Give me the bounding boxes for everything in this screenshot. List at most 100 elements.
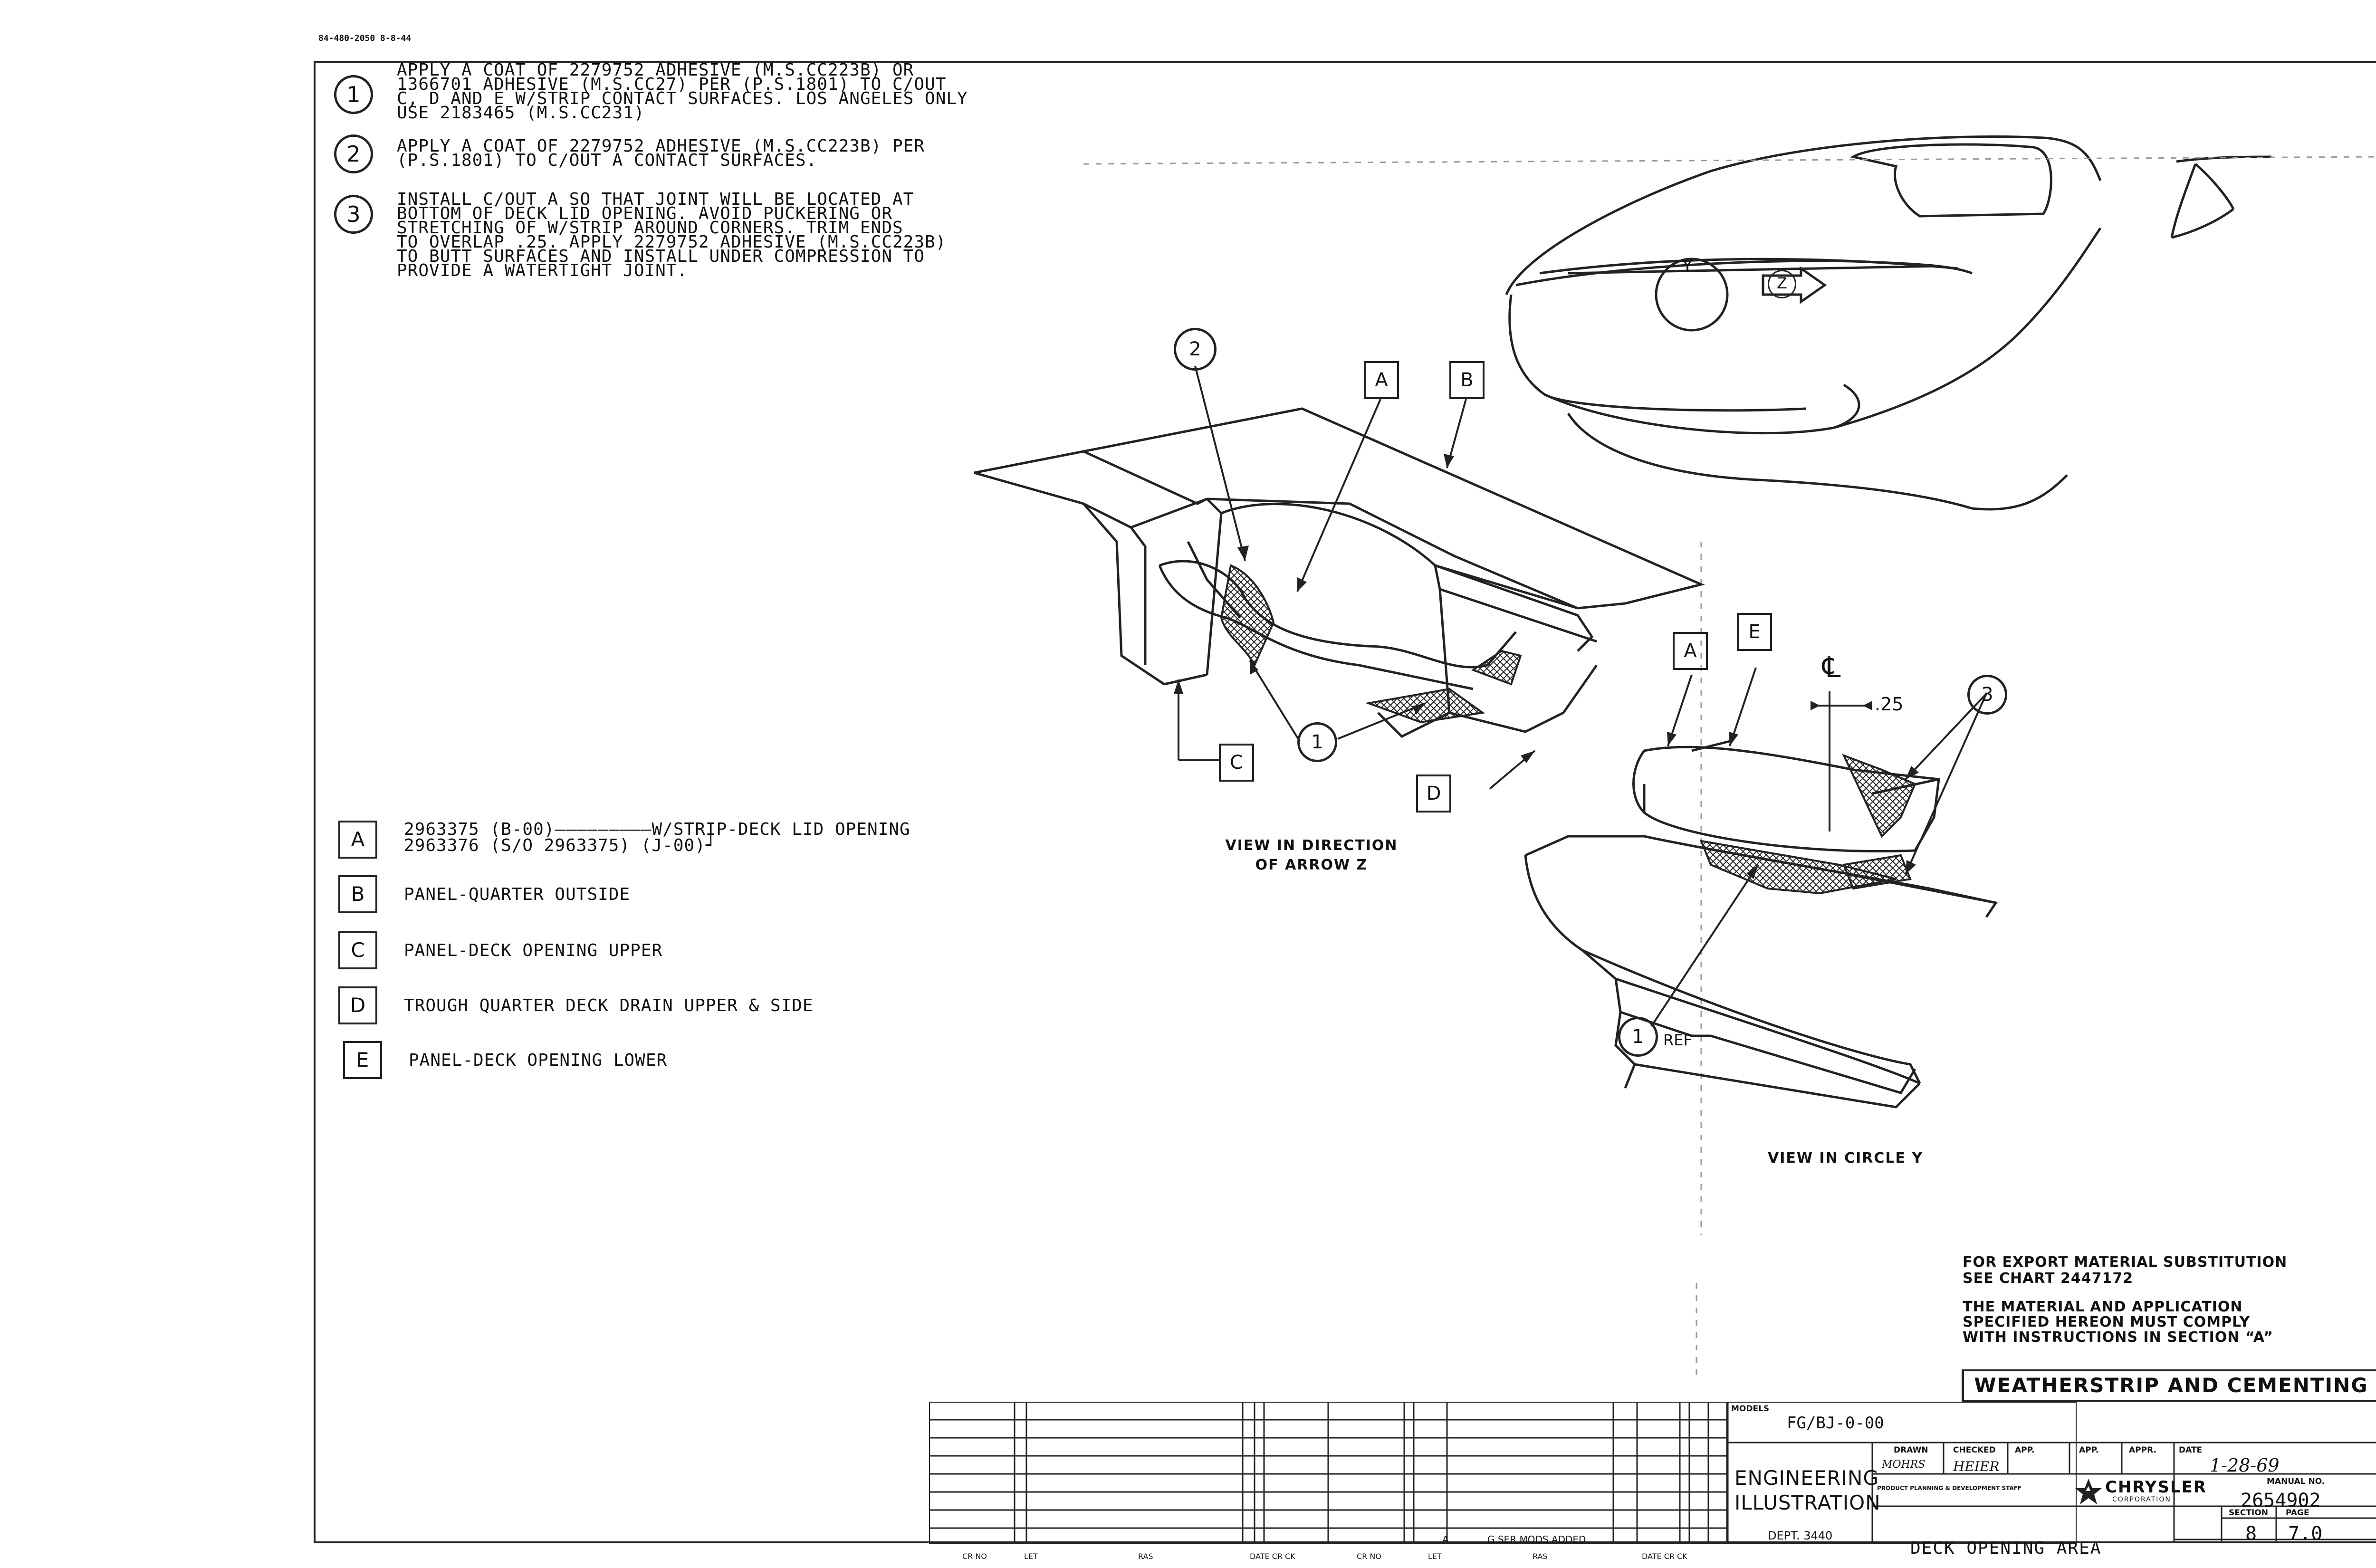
callout-2: 2 [1174, 328, 1217, 371]
department-name: ENGINEERING ILLUSTRATION [1734, 1466, 1881, 1515]
date-label: DATE [2179, 1445, 2203, 1455]
company-suffix: CORPORATION [2112, 1496, 2171, 1503]
models-value: FG/BJ-0-00 [1787, 1414, 1884, 1433]
leader-lines [1178, 365, 1987, 1027]
section-label: SECTION [2229, 1508, 2268, 1518]
revision-header: DATE CR CK [1642, 1552, 1687, 1561]
note-3-line: TO OVERLAP .25. APPLY 2279752 ADHESIVE (… [397, 232, 947, 252]
callout-3: 3 [1967, 675, 2007, 715]
note-3-line: INSTALL C/OUT A SO THAT JOINT WILL BE LO… [397, 190, 914, 209]
note-3-line: STRETCHING OF W/STRIP AROUND CORNERS. TR… [397, 218, 903, 238]
circle-y-label: Y [1682, 257, 1693, 276]
revision-entry: G SER MODS ADDED [1487, 1534, 1586, 1545]
callout-1-left: 1 [1297, 722, 1337, 762]
car-rear-illustration [1505, 135, 2272, 511]
callout-e: E [1737, 613, 1772, 651]
date-value: 1-28-69 [2210, 1455, 2280, 1476]
legend-key-d: D [338, 986, 377, 1024]
legend-key-c: C [338, 931, 377, 969]
legend-label-d: TROUGH QUARTER DECK DRAIN UPPER & SIDE [404, 996, 814, 1015]
company-name: CHRYSLER [2105, 1478, 2207, 1497]
checked-by: HEIER [1953, 1459, 2000, 1474]
legend-key-b: B [338, 875, 377, 913]
export-note-line: FOR EXPORT MATERIAL SUBSTITUTION [1963, 1254, 2288, 1271]
legend-label-e: PANEL-DECK OPENING LOWER [409, 1051, 668, 1070]
manual-label: MANUAL NO. [2267, 1477, 2325, 1486]
section-view-circle-y [1524, 740, 1998, 1109]
hatched-adhesive-arrow-z [1220, 564, 1522, 724]
approved-label-2: APP. [2079, 1445, 2099, 1455]
department-number: DEPT. 3440 [1768, 1529, 1833, 1542]
checked-label: CHECKED [1953, 1445, 1996, 1455]
page-value: 7.0 [2288, 1523, 2323, 1545]
export-note-line: SEE CHART 2447172 [1963, 1270, 2134, 1287]
legend-key-a: A [338, 821, 377, 859]
legend-label-a: 2963376 (S/O 2963375) (J-00)┘ [404, 836, 717, 855]
note-1-number: 1 [334, 75, 373, 114]
drawing-title: DECK OPENING AREA [1910, 1539, 2102, 1558]
document-id: 84-480-2050 8-8-44 [318, 33, 412, 43]
department-name-line: ENGINEERING [1734, 1466, 1879, 1490]
drawing-title-banner: WEATHERSTRIP AND CEMENTING [1962, 1369, 2376, 1402]
page-label: PAGE [2286, 1508, 2309, 1518]
material-note-line: SPECIFIED HEREON MUST COMPLY [1963, 1314, 2251, 1330]
revision-header: CR NO [1357, 1552, 1381, 1561]
material-note: THE MATERIAL AND APPLICATION SPECIFIED H… [1963, 1300, 2273, 1345]
note-3-number: 3 [334, 195, 373, 234]
legend-key-e: E [343, 1041, 382, 1079]
dimension-value: .25 [1875, 694, 1904, 715]
caption-circle-y: VIEW IN CIRCLE Y [1768, 1150, 1924, 1166]
caption-arrow-z-line: VIEW IN DIRECTION [1225, 837, 1398, 854]
note-1-line: APPLY A COAT OF 2279752 ADHESIVE (M.S.CC… [397, 60, 914, 80]
callout-d: D [1416, 774, 1451, 813]
section-value: 8 [2245, 1523, 2257, 1545]
legend-label-a: 2963375 (B-00)—————————W/STRIP-DECK LID … [404, 820, 910, 839]
callout-a-lower: A [1673, 632, 1708, 670]
callout-c: C [1219, 744, 1254, 782]
material-note-line: WITH INSTRUCTIONS IN SECTION “A” [1963, 1329, 2273, 1346]
revision-header-row: CR NO LET RAS DATE CR CK CR NO LET RAS D… [929, 1552, 1727, 1566]
centerline-symbol: ℄ [1822, 651, 1841, 684]
models-label: MODELS [1731, 1404, 1770, 1414]
revision-header: RAS [1533, 1552, 1548, 1561]
hatched-adhesive-circle-y [1699, 754, 1916, 895]
note-2-number: 2 [334, 134, 373, 173]
revision-header: DATE CR CK [1250, 1552, 1295, 1561]
approved-label-3: APPR. [2129, 1445, 2156, 1455]
title-block-grid [1727, 1442, 2376, 1543]
ref-label: REF [1663, 1031, 1692, 1049]
revision-grid [929, 1402, 2077, 1544]
note-3-line: TO BUTT SURFACES AND INSTALL UNDER COMPR… [397, 247, 925, 266]
pentastar-icon [2075, 1479, 2102, 1504]
leader-arrowheads [1174, 454, 1919, 879]
legend-label-c: PANEL-DECK OPENING UPPER [404, 941, 663, 960]
department-name-line: ILLUSTRATION [1734, 1491, 1881, 1514]
revision-header: LET [1428, 1552, 1442, 1561]
section-view-arrow-z [974, 407, 1705, 738]
material-note-line: THE MATERIAL AND APPLICATION [1963, 1299, 2243, 1315]
note-2-line: APPLY A COAT OF 2279752 ADHESIVE (M.S.CC… [397, 136, 925, 156]
revision-header: CR NO [962, 1552, 987, 1561]
note-1-line: USE 2183465 (M.S.CC231) [397, 103, 645, 123]
callout-b: B [1449, 361, 1485, 399]
revision-letter: A [1442, 1534, 1449, 1545]
staff-name: PRODUCT PLANNING & DEVELOPMENT STAFF [1877, 1485, 2022, 1492]
note-3-line: BOTTOM OF DECK LID OPENING. AVOID PUCKER… [397, 204, 892, 223]
note-3-line: PROVIDE A WATERTIGHT JOINT. [397, 261, 688, 280]
drawn-label: DRAWN [1894, 1445, 1928, 1455]
note-1-line: C, D AND E W/STRIP CONTACT SURFACES. LOS… [397, 89, 968, 108]
callout-a-upper: A [1364, 361, 1399, 399]
note-1-line: 1366701 ADHESIVE (M.S.CC27) PER (P.S.180… [397, 75, 947, 94]
revision-header: LET [1024, 1552, 1038, 1561]
caption-arrow-z-line: OF ARROW Z [1255, 857, 1368, 873]
callout-1-right: 1 [1618, 1017, 1658, 1057]
caption-arrow-z: VIEW IN DIRECTION OF ARROW Z [1217, 837, 1407, 873]
center-line-guides [1083, 156, 2376, 1378]
revision-header: RAS [1138, 1552, 1153, 1561]
arrow-z-label: Z [1768, 270, 1796, 298]
export-note: FOR EXPORT MATERIAL SUBSTITUTION SEE CHA… [1963, 1254, 2287, 1287]
approved-label: APP. [2015, 1445, 2035, 1455]
manual-number: 2654902 [2241, 1490, 2321, 1511]
drawn-by: MOHRS [1882, 1459, 1926, 1471]
